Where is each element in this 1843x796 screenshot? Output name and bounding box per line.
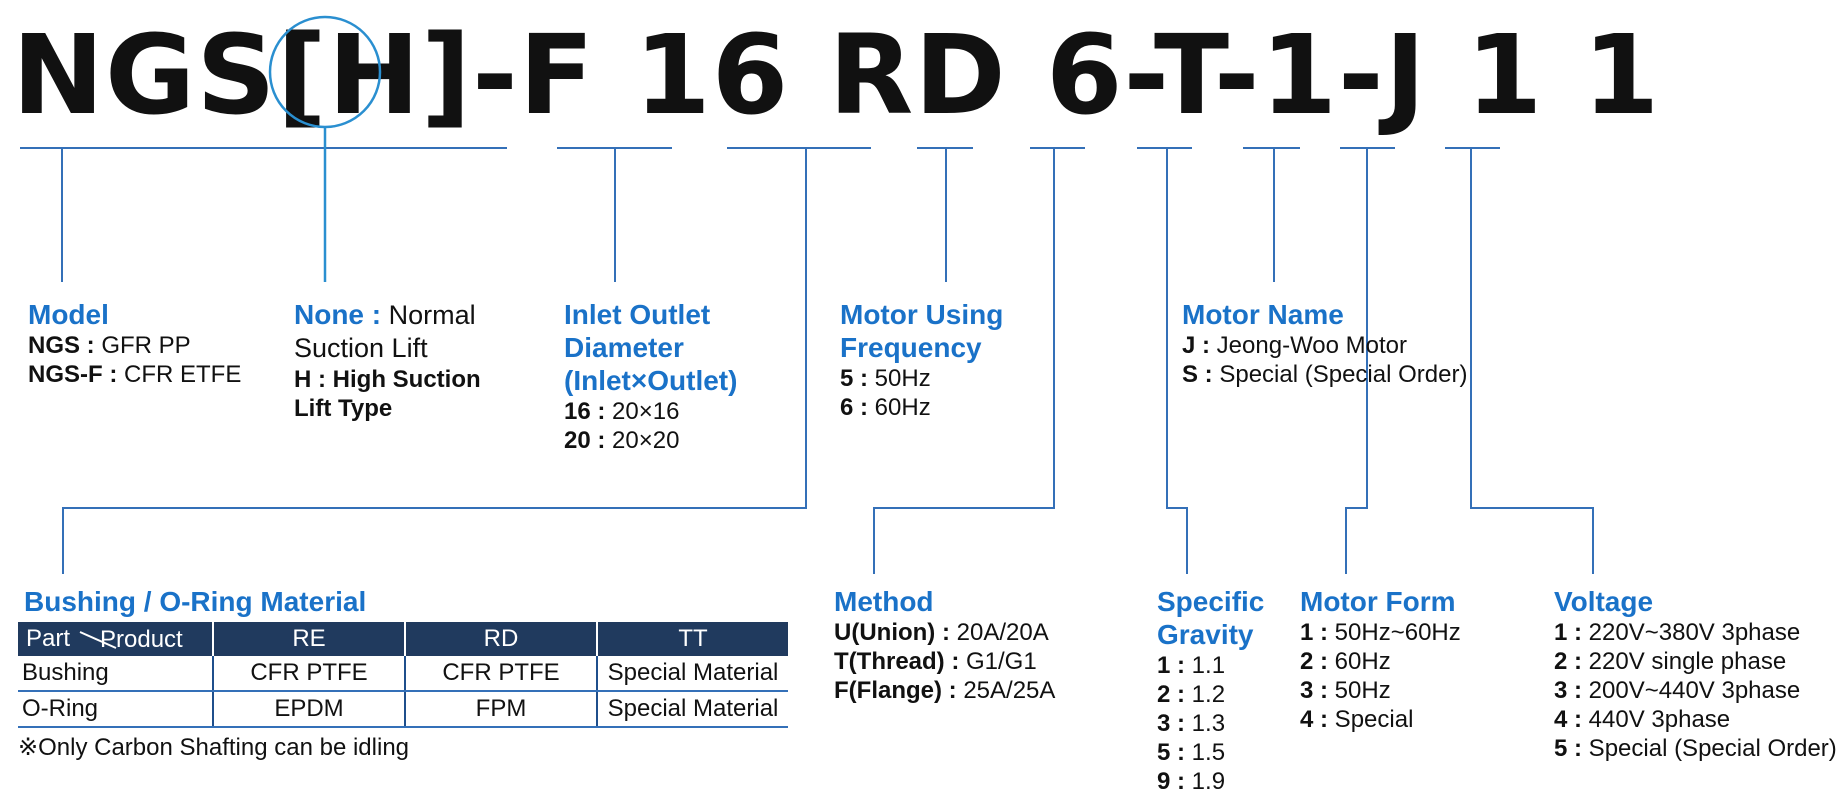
method-line-flange: F(Flange) : 25A/25A bbox=[834, 677, 1056, 704]
motor-form-line-3: 3 : 50Hz bbox=[1300, 677, 1391, 704]
gravity-line-5: 5 : 1.5 bbox=[1157, 739, 1226, 766]
block-bushing: Bushing / O-Ring Material bbox=[24, 585, 366, 618]
table-cell: Special Material bbox=[596, 691, 788, 728]
model-line-ngs-f: NGS-F : CFR ETFE bbox=[28, 361, 242, 388]
none-line2: Suction Lift bbox=[294, 333, 428, 363]
diameter-title-2: Diameter bbox=[564, 332, 684, 363]
diameter-line-16: 16 : 20×16 bbox=[564, 398, 680, 425]
none-title: None : bbox=[294, 299, 382, 330]
gravity-title-2: Gravity bbox=[1157, 619, 1254, 650]
diameter-title-1: Inlet Outlet bbox=[564, 299, 711, 330]
frequency-title-1: Motor Using bbox=[840, 299, 1004, 330]
material-table-header: Part Product RE RD TT bbox=[18, 622, 788, 656]
voltage-title: Voltage bbox=[1554, 586, 1654, 617]
table-row: Bushing CFR PTFE CFR PTFE Special Materi… bbox=[18, 656, 788, 692]
block-suction: None : Normal Suction Lift H : High Suct… bbox=[294, 299, 481, 422]
row-label-bushing: Bushing bbox=[18, 656, 213, 692]
frequency-title-2: Frequency bbox=[840, 332, 982, 363]
high-suction-line2: Lift Type bbox=[294, 395, 393, 422]
table-cell: FPM bbox=[404, 691, 597, 728]
leader-method bbox=[873, 148, 1055, 574]
motor-name-line-j: J : Jeong-Woo Motor bbox=[1182, 332, 1407, 359]
material-table: Part Product RE RD TT Bushing CFR PTFE C… bbox=[18, 622, 788, 728]
table-cell: CFR PTFE bbox=[212, 656, 405, 692]
block-voltage: Voltage 1 : 220V~380V 3phase 2 : 220V si… bbox=[1554, 585, 1837, 763]
frequency-line-6: 6 : 60Hz bbox=[840, 394, 931, 421]
table-row: O-Ring EPDM FPM Special Material bbox=[18, 691, 788, 728]
header-tt: TT bbox=[596, 622, 788, 656]
motor-form-line-2: 2 : 60Hz bbox=[1300, 648, 1391, 675]
model-code: NGS[H]-F 16 RD 6-T-1-J 1 1 bbox=[12, 11, 1661, 139]
carbon-note: ※Only Carbon Shafting can be idling bbox=[18, 734, 410, 761]
leader-material bbox=[62, 148, 807, 574]
gravity-line-3: 3 : 1.3 bbox=[1157, 710, 1226, 737]
gravity-title-1: Specific bbox=[1157, 586, 1265, 617]
method-line-union: U(Union) : 20A/20A bbox=[834, 619, 1049, 646]
leader-gravity bbox=[1166, 148, 1188, 574]
block-frequency: Motor Using Frequency 5 : 50Hz 6 : 60Hz bbox=[840, 298, 1003, 422]
model-line-ngs: NGS : GFR PP bbox=[28, 332, 191, 359]
voltage-line-3: 3 : 200V~440V 3phase bbox=[1554, 677, 1801, 704]
frequency-line-5: 5 : 50Hz bbox=[840, 365, 931, 392]
motor-name-line-s: S : Special (Special Order) bbox=[1182, 361, 1468, 388]
voltage-line-4: 4 : 440V 3phase bbox=[1554, 706, 1731, 733]
block-method: Method U(Union) : 20A/20A T(Thread) : G1… bbox=[834, 585, 1055, 705]
table-cell: EPDM bbox=[212, 691, 405, 728]
header-re: RE bbox=[212, 622, 405, 656]
diagonal-slash bbox=[79, 631, 117, 649]
gravity-line-1: 1 : 1.1 bbox=[1157, 652, 1226, 679]
highlight-circle bbox=[268, 15, 382, 129]
table-cell: Special Material bbox=[596, 656, 788, 692]
method-title: Method bbox=[834, 586, 934, 617]
gravity-line-9: 9 : 1.9 bbox=[1157, 768, 1226, 795]
motor-form-title: Motor Form bbox=[1300, 586, 1456, 617]
header-rd: RD bbox=[404, 622, 597, 656]
leader-voltage bbox=[1470, 148, 1594, 574]
block-motor-name: Motor Name J : Jeong-Woo Motor S : Speci… bbox=[1182, 298, 1467, 389]
high-suction-line1: H : High Suction bbox=[294, 366, 481, 393]
block-gravity: Specific Gravity 1 : 1.1 2 : 1.2 3 : 1.3… bbox=[1157, 585, 1264, 796]
voltage-line-2: 2 : 220V single phase bbox=[1554, 648, 1787, 675]
model-title: Model bbox=[28, 299, 109, 330]
motor-name-title: Motor Name bbox=[1182, 299, 1344, 330]
voltage-line-1: 1 : 220V~380V 3phase bbox=[1554, 619, 1801, 646]
method-line-thread: T(Thread) : G1/G1 bbox=[834, 648, 1037, 675]
voltage-line-5: 5 : Special (Special Order) bbox=[1554, 735, 1837, 762]
header-part-product: Part Product bbox=[18, 622, 213, 656]
row-label-oring: O-Ring bbox=[18, 691, 213, 728]
bushing-title: Bushing / O-Ring Material bbox=[24, 586, 367, 617]
block-motor-form: Motor Form 1 : 50Hz~60Hz 2 : 60Hz 3 : 50… bbox=[1300, 585, 1461, 734]
motor-form-line-1: 1 : 50Hz~60Hz bbox=[1300, 619, 1461, 646]
motor-form-line-4: 4 : Special bbox=[1300, 706, 1414, 733]
leader-motor-form bbox=[1345, 148, 1368, 574]
block-diameter: Inlet Outlet Diameter (Inlet×Outlet) 16 … bbox=[564, 298, 737, 455]
diameter-title-3: (Inlet×Outlet) bbox=[564, 365, 738, 396]
table-cell: CFR PTFE bbox=[404, 656, 597, 692]
gravity-line-2: 2 : 1.2 bbox=[1157, 681, 1226, 708]
block-model: Model NGS : GFR PP NGS-F : CFR ETFE bbox=[28, 298, 241, 389]
diameter-line-20: 20 : 20×20 bbox=[564, 427, 680, 454]
